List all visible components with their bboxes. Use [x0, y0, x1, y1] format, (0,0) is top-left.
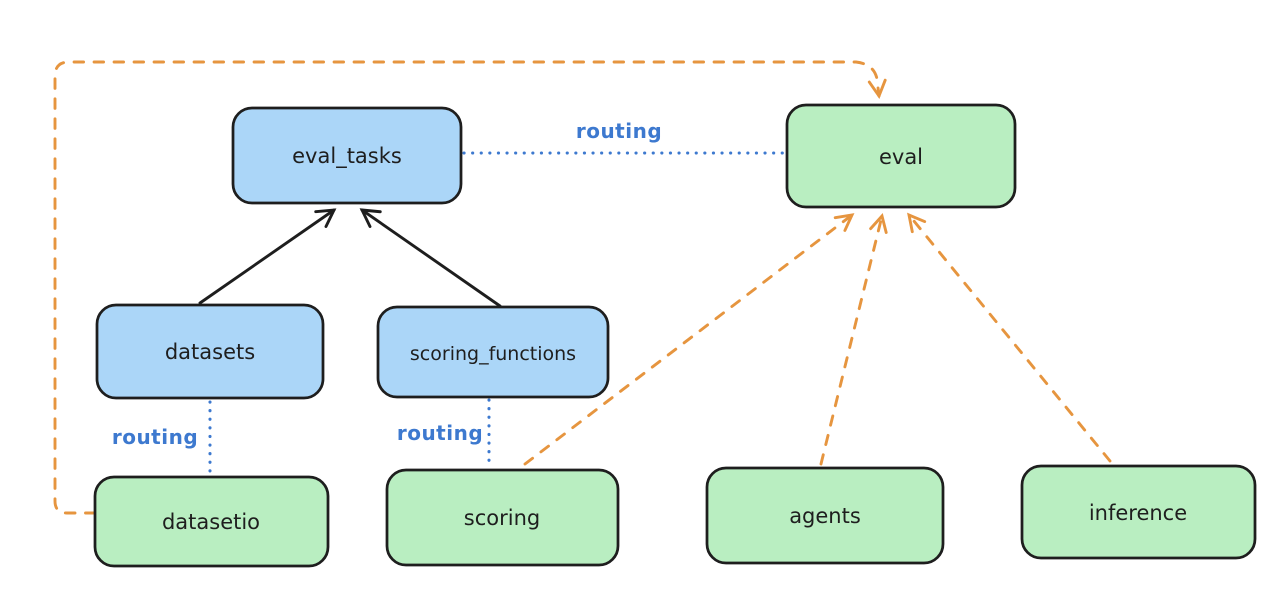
- node-inference: inference: [1020, 464, 1257, 560]
- edge-datasets-to-eval-tasks: [198, 208, 337, 305]
- edge-inference-to-eval: [907, 212, 1112, 463]
- node-datasetio-box: [93, 475, 330, 568]
- node-eval-label: eval: [879, 145, 923, 169]
- node-agents: agents: [705, 466, 945, 565]
- routing-label-eval-tasks-eval: routing: [576, 119, 662, 143]
- routing-label-scoring-functions-scoring: routing: [397, 421, 483, 445]
- node-eval-box: [785, 103, 1017, 209]
- node-datasets-box: [95, 303, 325, 400]
- node-datasets: datasets: [95, 303, 325, 400]
- node-scoring-box: [385, 468, 620, 567]
- node-eval: eval: [785, 103, 1017, 209]
- node-eval-tasks-label: eval_tasks: [292, 144, 402, 169]
- edge-scoring-to-eval: [523, 213, 855, 466]
- node-agents-label: agents: [789, 504, 861, 528]
- node-datasetio: datasetio: [93, 475, 330, 568]
- node-inference-label: inference: [1089, 501, 1187, 525]
- edge-datasetio-to-eval: [53, 60, 887, 515]
- node-scoring-functions-box: [376, 305, 610, 399]
- node-eval-tasks-box: [231, 106, 463, 205]
- node-scoring-functions-label: scoring_functions: [410, 343, 576, 365]
- edge-agents-to-eval: [819, 213, 888, 466]
- node-scoring-label: scoring: [464, 506, 540, 530]
- node-agents-box: [705, 466, 945, 565]
- routing-label-datasets-datasetio: routing: [112, 425, 198, 449]
- node-eval-tasks: eval_tasks: [231, 106, 463, 205]
- node-datasetio-label: datasetio: [162, 510, 260, 534]
- node-datasets-label: datasets: [165, 340, 255, 364]
- node-scoring: scoring: [385, 468, 620, 567]
- node-inference-box: [1020, 464, 1257, 560]
- node-scoring-functions: scoring_functions: [376, 305, 610, 399]
- edge-scoring-functions-to-eval-tasks: [359, 208, 502, 308]
